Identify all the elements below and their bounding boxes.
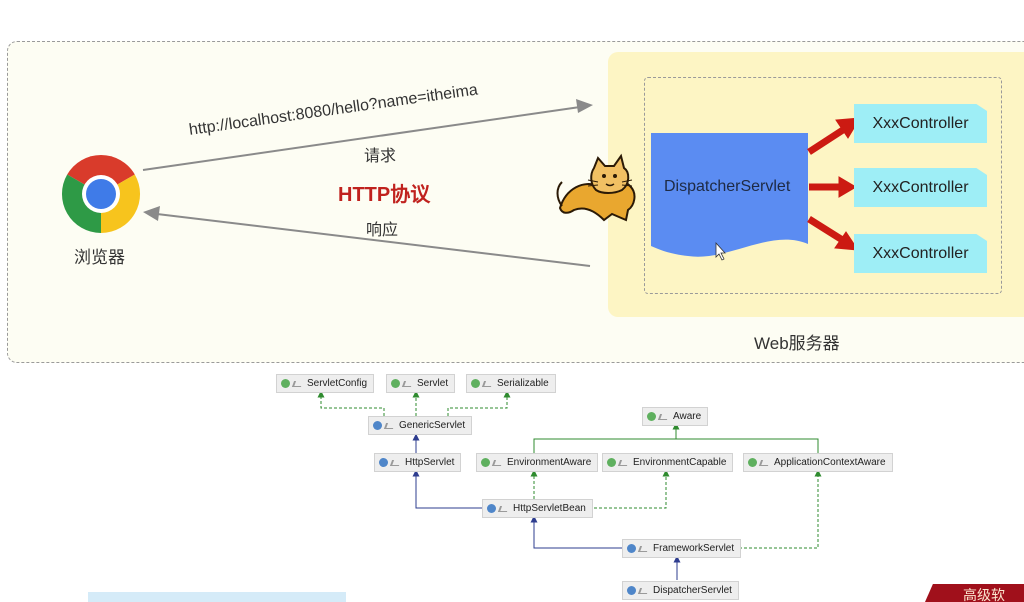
interface-icon (748, 458, 757, 467)
link-icon (481, 380, 494, 387)
class-icon (627, 544, 636, 553)
request-arrowhead (576, 99, 593, 113)
interface-icon (481, 458, 490, 467)
corner-banner: 高级软 (925, 584, 1024, 602)
node-environment-aware: EnvironmentAware (476, 453, 599, 472)
class-icon (379, 458, 388, 467)
response-arrowhead (143, 206, 160, 221)
node-servlet-config: ServletConfig (276, 374, 375, 393)
node-framework-servlet: FrameworkServlet (622, 539, 742, 558)
interface-icon (607, 458, 616, 467)
response-arrow (156, 213, 591, 267)
link-icon (491, 459, 504, 466)
class-icon (627, 586, 636, 595)
node-http-servlet-bean: HttpServletBean (482, 499, 593, 518)
node-http-servlet: HttpServlet (374, 453, 462, 472)
dispatcher-servlet-shape (651, 133, 808, 257)
node-dispatcher-servlet: DispatcherServlet (622, 581, 739, 600)
node-servlet: Servlet (386, 374, 456, 393)
request-arrow (142, 106, 581, 171)
flow-graphics (61, 99, 861, 267)
interface-icon (281, 379, 290, 388)
link-icon (291, 380, 304, 387)
link-icon (389, 459, 402, 466)
link-icon (497, 505, 510, 512)
web-server-label: Web服务器 (754, 334, 840, 353)
controller-box-1: XxxController (854, 104, 987, 143)
node-application-context-aware: ApplicationContextAware (743, 453, 893, 472)
class-icon (373, 421, 382, 430)
interface-icon (647, 412, 656, 421)
link-icon (401, 380, 414, 387)
node-generic-servlet: GenericServlet (368, 416, 473, 435)
browser-icon (61, 154, 141, 234)
node-environment-capable: EnvironmentCapable (602, 453, 734, 472)
class-icon (487, 504, 496, 513)
dispatcher-servlet-label: DispatcherServlet (664, 178, 791, 195)
interface-icon (471, 379, 480, 388)
link-icon (637, 587, 650, 594)
response-label: 响应 (366, 222, 399, 239)
tomcat-icon (556, 153, 636, 222)
controller-arrows (807, 117, 861, 251)
link-icon (383, 422, 396, 429)
hierarchy-connectors (317, 390, 822, 580)
node-serializable: Serializable (466, 374, 556, 393)
web-server-inner-frame (644, 77, 1002, 294)
controller-box-2: XxxController (854, 168, 987, 207)
link-icon (617, 459, 630, 466)
link-icon (657, 413, 670, 420)
link-icon (637, 545, 650, 552)
interface-icon (391, 379, 400, 388)
request-label: 请求 (364, 148, 397, 165)
cursor-icon (715, 241, 726, 261)
bottom-blue-strip (88, 592, 346, 602)
http-protocol-label: HTTP协议 (338, 184, 431, 206)
controller-box-3: XxxController (854, 234, 987, 273)
node-aware: Aware (642, 407, 709, 426)
browser-label: 浏览器 (74, 248, 125, 267)
link-icon (758, 459, 771, 466)
